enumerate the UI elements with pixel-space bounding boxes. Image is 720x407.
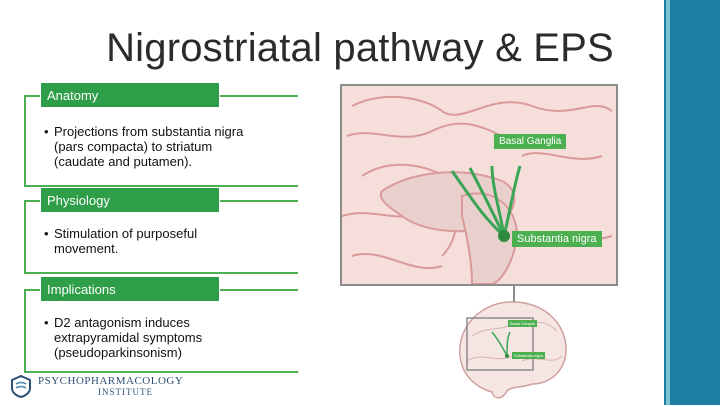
implications-bullet: • D2 antagonism induces extrapyramidal s… bbox=[44, 315, 202, 360]
logo-line-1: PSYCHOPHARMACOLOGY bbox=[38, 375, 184, 387]
right-decorative-stripe bbox=[664, 0, 720, 405]
bullet-line: (caudate and putamen). bbox=[54, 154, 193, 169]
brain-overview-figure: Basal Ganglia Substantia nigra bbox=[452, 296, 572, 402]
right-stripe-highlight bbox=[666, 0, 670, 405]
substantia-nigra-label: Substantia nigra bbox=[512, 231, 602, 247]
brain-overview-illustration bbox=[459, 301, 567, 399]
bullet-line: movement. bbox=[54, 241, 119, 256]
bullet-dot: • bbox=[44, 315, 49, 330]
brain-closeup-figure: Basal Ganglia Substantia nigra bbox=[340, 84, 618, 286]
bullet-line: D2 antagonism induces bbox=[54, 315, 190, 330]
mini-substantia-nigra-label: Substantia nigra bbox=[512, 352, 545, 359]
bullet-line: extrapyramidal symptoms bbox=[54, 330, 203, 345]
anatomy-bullet: • Projections from substantia nigra (par… bbox=[44, 124, 243, 169]
slide-title: Nigrostriatal pathway & EPS bbox=[106, 26, 614, 70]
figure-connector-line bbox=[513, 285, 515, 307]
bullet-dot: • bbox=[44, 226, 49, 241]
physiology-heading: Physiology bbox=[40, 187, 220, 213]
implications-heading: Implications bbox=[40, 276, 220, 302]
bullet-line: (pars compacta) to striatum bbox=[54, 139, 213, 154]
bullet-line: Projections from substantia nigra bbox=[54, 124, 244, 139]
institute-logo: PSYCHOPHARMACOLOGY INSTITUTE bbox=[10, 374, 183, 398]
basal-ganglia-label: Basal Ganglia bbox=[494, 134, 567, 149]
mini-basal-ganglia-label: Basal Ganglia bbox=[508, 320, 537, 327]
logo-line-2: INSTITUTE bbox=[98, 387, 153, 397]
brain-closeup-illustration bbox=[342, 86, 616, 284]
anatomy-heading: Anatomy bbox=[40, 82, 220, 108]
bullet-line: Stimulation of purposeful bbox=[54, 226, 198, 241]
physiology-bullet: • Stimulation of purposeful movement. bbox=[44, 226, 197, 256]
bullet-dot: • bbox=[44, 124, 49, 139]
bullet-line: (pseudoparkinsonism) bbox=[54, 345, 182, 360]
logo-emblem-icon bbox=[11, 374, 31, 398]
